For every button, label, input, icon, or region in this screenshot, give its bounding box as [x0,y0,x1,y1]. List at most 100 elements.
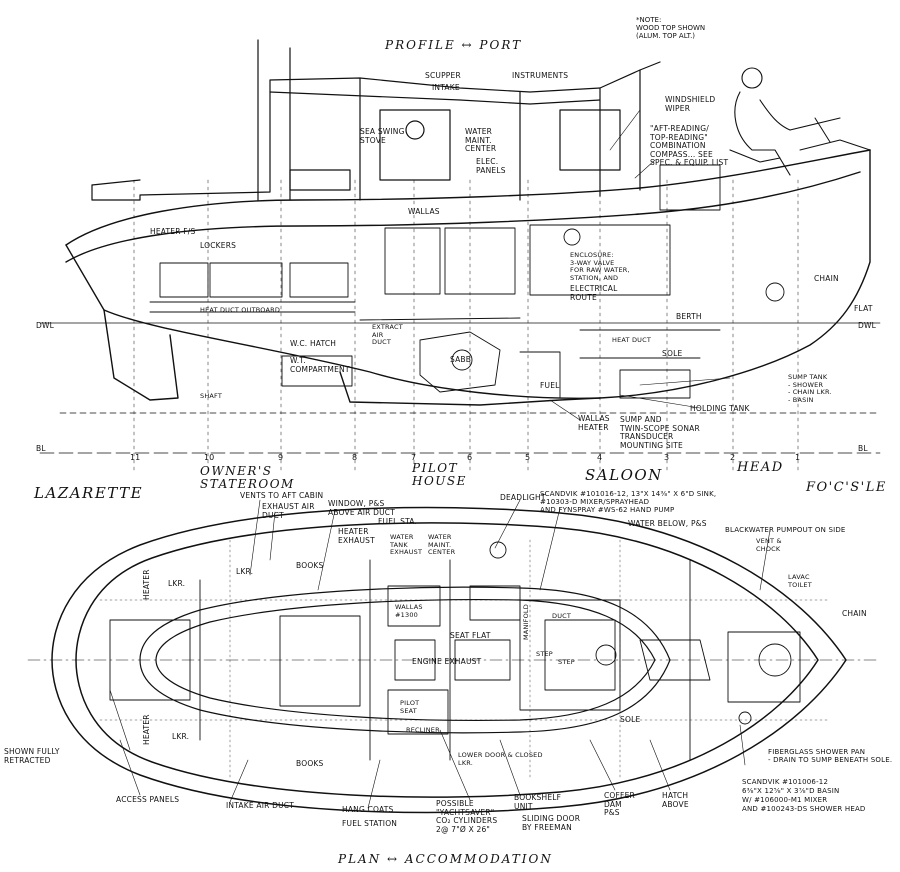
label-heater-2: HEATER [142,714,151,745]
label-sole-plan: SOLE [620,715,641,724]
profile-hull [65,149,871,406]
label-books-bottom: BOOKS [296,759,324,768]
label-step-2: STEP [558,658,575,666]
dwl-right-label: DWL [858,321,876,330]
wood-top-note: *NOTE:WOOD TOP SHOWN(ALUM. TOP ALT.) [636,16,706,40]
label-heater-fos: HEATER F/S [150,227,196,236]
label-wallas-plan: WALLAS#1300 [395,603,423,619]
label-engine-exhaust: ENGINE EXHAUST [412,657,482,666]
label-wallas: WALLAS [408,207,440,216]
label-instruments: INSTRUMENTS [512,71,569,80]
label-books-top: BOOKS [296,561,324,570]
profile-waterlines [39,322,881,454]
label-wt-compartment: W.T.COMPARTMENT [290,356,350,374]
section-lazarette: LAZARETTE [34,484,144,502]
label-manifold: MANIFOLD [522,604,530,640]
label-lkr-3: LKR. [172,732,190,741]
label-chain-plan: CHAIN [842,609,867,618]
label-access-panels: ACCESS PANELS [116,795,180,804]
station-2: 2 [730,453,736,462]
label-shaft: SHAFT [200,392,223,400]
label-chain: CHAIN [814,274,839,283]
label-heat-duct-outboard: HEAT DUCT OUTBOARD [200,306,281,314]
label-elec-panels: ELEC.PANELS [476,157,506,175]
leader-lines [109,109,771,809]
label-intake-air-duct: INTAKE AIR DUCT [226,801,295,810]
label-wc-hatch: W.C. HATCH [290,339,337,348]
station-11: 11 [130,453,141,462]
label-heater-1: HEATER [142,569,151,600]
plan-interior [109,541,801,761]
label-fiberglass-shower-pan: FIBERGLASS SHOWER PAN- DRAIN TO SUMP BEN… [768,748,893,764]
flat-right-label: FLAT [854,304,873,313]
station-5: 5 [525,453,531,462]
figure-icon [729,67,841,176]
profile-deckhouse [91,39,661,201]
label-lockers: LOCKERS [200,241,237,250]
label-recliner: RECLINER [406,726,440,734]
profile-interior [149,164,785,399]
label-vents-aft-cabin: VENTS TO AFT CABIN [240,491,324,500]
dwl-left-label: DWL [36,321,54,330]
label-berth: BERTH [676,312,702,321]
label-vent-chock: VENT &CHOCK [756,537,782,553]
label-intake: INTAKE [432,83,460,92]
label-fuel-station: FUEL STATION [342,819,398,828]
station-4: 4 [597,453,603,462]
station-8: 8 [352,453,358,462]
station-9: 9 [278,453,284,462]
bl-left-label: BL [36,444,46,453]
label-deadlight: DEADLIGHT [500,493,546,502]
label-sole: SOLE [662,349,683,358]
label-blackwater: BLACKWATER PUMPOUT ON SIDE [725,526,846,534]
plan-title: PLAN ↔ ACCOMMODATION [338,852,553,866]
profile-title: PROFILE ↔ PORT [385,38,523,52]
label-scupper: SCUPPER [425,71,461,80]
station-6: 6 [467,453,473,462]
label-seat-flat: SEAT FLAT [450,631,491,640]
label-step-1: STEP [536,650,553,658]
station-10: 10 [204,453,215,462]
label-sabb: SABB [450,355,472,364]
label-fuel-sta: FUEL STA. [378,517,418,526]
bl-right-label: BL [858,444,868,453]
section-focsle: FO'C'S'LE [806,480,887,495]
plan-grid [99,539,831,781]
label-holding-tank: HOLDING TANK [690,404,750,413]
label-lkr-1: LKR. [168,579,186,588]
label-heat-duct: HEAT DUCT [612,336,652,344]
label-water-below: WATER BELOW, P&S [628,519,707,528]
label-sump-tank: SUMP TANK- SHOWER- CHAIN LKR.- BASIN [788,373,832,404]
station-1: 1 [795,453,801,462]
station-7: 7 [411,453,417,462]
label-scandvik-sink: SCANDVIK #101016-12, 13"x 14⅜" x 6"D SIN… [540,490,717,514]
label-hang-coats: HANG COATS [342,805,394,814]
label-fuel: FUEL [540,381,560,390]
bow-pulpit [799,117,871,151]
label-lkr-2: LKR. [236,567,254,576]
